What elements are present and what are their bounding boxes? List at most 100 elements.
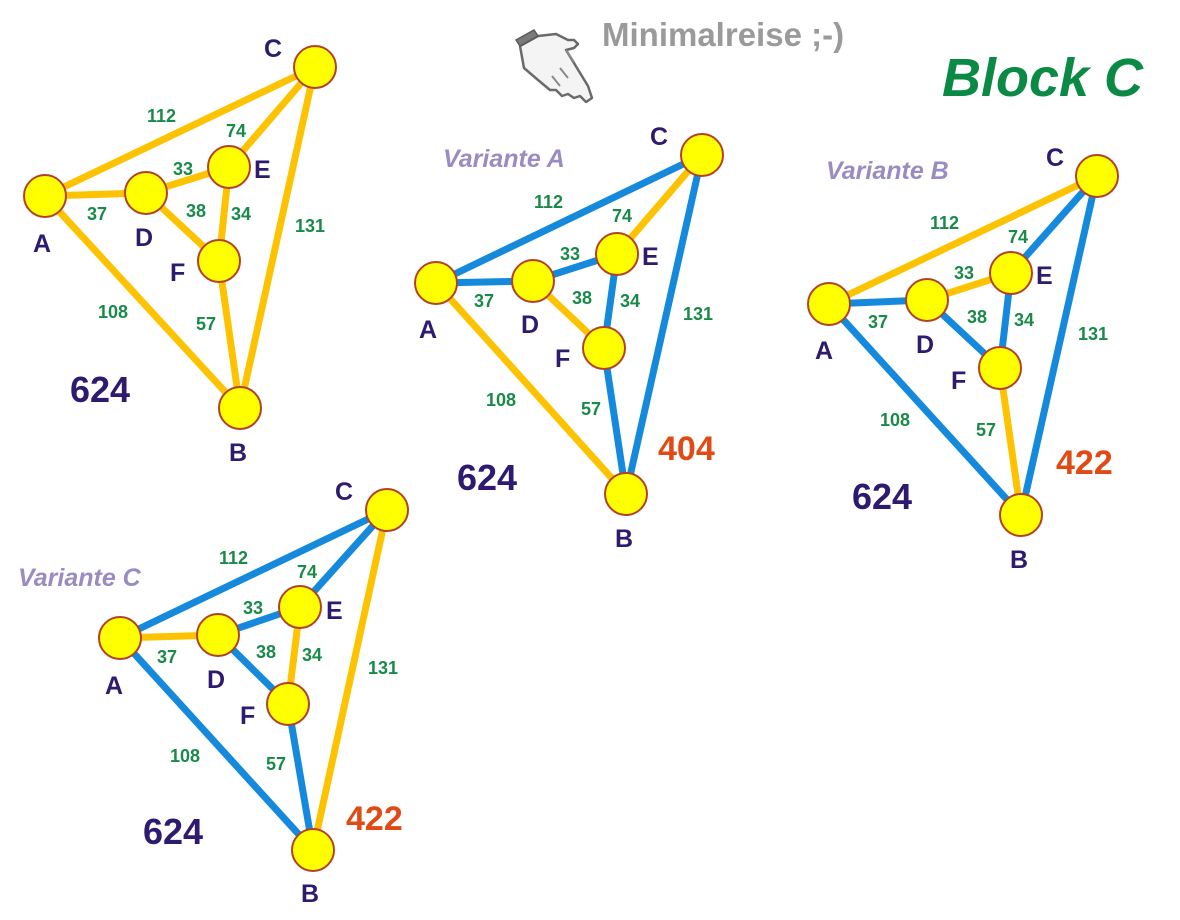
edge-weight-label: 74 [226,121,246,141]
edge-weight-label: 57 [581,399,601,419]
edge-cb [622,151,706,498]
node-label-a: A [105,672,123,700]
node-c [680,133,724,177]
node-label-a: A [419,316,437,344]
edge-weight-label: 33 [560,244,580,264]
node-label-c: C [1046,144,1064,172]
node-label-b: B [1010,546,1028,574]
edge-weight-label: 108 [98,302,128,322]
node-label-b: B [615,525,633,553]
node-e [595,232,639,276]
node-b [999,493,1043,537]
edge-weight-label: 38 [967,307,987,327]
edge-weight-label: 131 [295,216,325,236]
node-e [278,585,322,629]
edge-weight-label: 108 [170,746,200,766]
edge-weight-label: 74 [297,562,317,582]
node-label-b: B [229,439,247,467]
edge-weight-label: 33 [243,598,263,618]
edge-ab [116,634,317,854]
route-result: 404 [658,430,715,468]
edge-weight-label: 131 [1078,324,1108,344]
total-distance: 624 [143,811,203,852]
edge-fb [284,700,317,854]
node-label-f: F [951,367,966,395]
edge-ac [825,172,1101,308]
node-label-d: D [916,331,934,359]
node-f [197,239,241,283]
node-a [98,616,142,660]
edge-weight-label: 74 [612,206,632,226]
node-label-f: F [555,345,570,373]
total-distance: 624 [457,457,517,498]
total-distance: 624 [852,476,912,517]
node-label-e: E [642,243,659,271]
node-label-e: E [254,156,271,184]
edge-weight-label: 57 [266,754,286,774]
edge-weight-label: 38 [256,642,276,662]
edge-ac [432,151,706,287]
edge-cb [309,506,391,854]
node-d [196,613,240,657]
edge-weight-label: 37 [868,312,888,332]
variant-label: Variante C [18,564,142,592]
edge-weight-label: 37 [157,647,177,667]
block-title: Block C [942,48,1144,108]
node-label-c: C [264,35,282,63]
node-label-e: E [326,597,343,625]
route-result: 422 [346,800,403,838]
node-a [807,282,851,326]
edge-weight-label: 34 [1014,310,1034,330]
edge-ac [116,506,391,642]
edge-ac [41,63,319,200]
edge-weight-label: 37 [87,204,107,224]
node-d [905,278,949,322]
edge-cb [236,63,319,412]
node-label-b: B [301,880,319,908]
node-f [266,682,310,726]
edge-weight-label: 131 [683,304,713,324]
node-a [414,261,458,305]
edge-weight-label: 57 [976,420,996,440]
edge-weight-label: 57 [196,314,216,334]
edge-fb [215,257,244,412]
variant-label: Variante A [443,145,565,173]
node-label-d: D [135,224,153,252]
node-d [124,171,168,215]
edge-weight-label: 108 [486,390,516,410]
node-label-c: C [650,123,668,151]
edge-fb [600,344,630,498]
node-label-d: D [207,666,225,694]
node-b [291,828,335,872]
edge-cb [1017,172,1101,519]
node-e [989,251,1033,295]
node-label-a: A [815,337,833,365]
node-label-d: D [521,311,539,339]
node-label-f: F [240,702,255,730]
edge-ab [41,192,244,412]
pointing-hand-icon [514,29,594,104]
node-b [218,386,262,430]
variant-label: Variante B [826,157,949,185]
edge-weight-label: 34 [620,291,640,311]
edge-ab [432,279,630,498]
node-e [207,145,251,189]
node-a [23,174,67,218]
node-d [511,259,555,303]
node-c [293,45,337,89]
edge-weight-label: 112 [930,213,959,233]
node-label-f: F [170,259,185,287]
node-label-c: C [335,478,353,506]
node-label-e: E [1036,262,1053,290]
node-f [978,346,1022,390]
edge-weight-label: 74 [1008,227,1028,247]
edge-weight-label: 38 [572,288,592,308]
route-result: 422 [1056,444,1113,482]
node-b [604,472,648,516]
edge-weight-label: 34 [302,645,322,665]
